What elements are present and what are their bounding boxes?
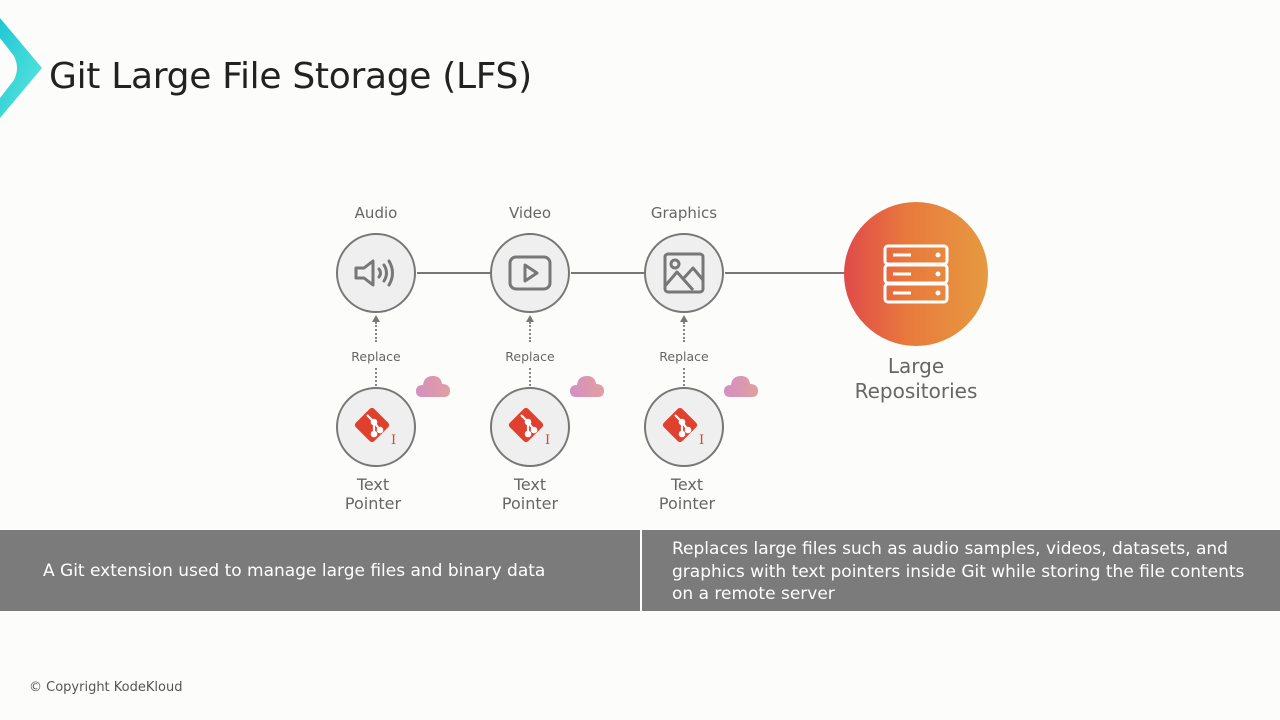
image-icon (663, 252, 705, 294)
replace-label: Replace (505, 349, 555, 364)
audio-node (336, 233, 416, 313)
text-pointer-node: I (644, 387, 724, 467)
pointer-label-line1: Text (513, 475, 547, 494)
text-pointer-node: I (490, 387, 570, 467)
dotted-connector (529, 368, 531, 386)
text-pointer-label: Text Pointer (637, 475, 737, 513)
connector-line (417, 272, 491, 274)
page-title: Git Large File Storage (LFS) (49, 56, 532, 97)
dotted-connector (529, 322, 531, 342)
arrow-up-icon (680, 315, 688, 322)
arrow-up-icon (372, 315, 380, 322)
file-type-label: Audio (354, 204, 398, 222)
description-text: Replaces large files such as audio sampl… (672, 539, 1245, 604)
dotted-connector (683, 322, 685, 342)
connector-line (725, 272, 845, 274)
cloud-icon (570, 376, 604, 397)
file-type-label: Video (508, 204, 552, 222)
band-divider (640, 530, 642, 611)
cloud-icon (416, 376, 450, 397)
repo-label-line1: Large (887, 354, 945, 378)
info-band-right: Replaces large files such as audio sampl… (642, 530, 1280, 611)
large-repositories-label: Large Repositories (836, 354, 996, 404)
play-video-icon (508, 255, 552, 291)
dotted-connector (375, 322, 377, 342)
svg-text:I: I (699, 433, 704, 448)
graphics-node (644, 233, 724, 313)
replace-label: Replace (659, 349, 709, 364)
pointer-label-line1: Text (356, 475, 390, 494)
speaker-icon (354, 259, 394, 287)
arrow-up-icon (526, 315, 534, 322)
text-pointer-node: I (336, 387, 416, 467)
pointer-label-line1: Text (670, 475, 704, 494)
info-band: A Git extension used to manage large fil… (0, 530, 1280, 611)
file-type-label: Graphics (650, 204, 718, 222)
cloud-icon (724, 376, 758, 397)
lfs-diagram: Audio Video Graphics (323, 202, 996, 513)
git-logo-icon: I (662, 407, 704, 448)
chevron-logo-icon (0, 18, 42, 118)
connector-line (571, 272, 645, 274)
text-pointer-label: Text Pointer (323, 475, 423, 513)
dotted-connector (683, 368, 685, 386)
git-logo-icon: I (354, 407, 396, 448)
svg-text:I: I (391, 433, 396, 448)
large-repositories-node (844, 202, 988, 346)
text-pointer-label: Text Pointer (480, 475, 580, 513)
video-node (490, 233, 570, 313)
dotted-connector (375, 368, 377, 386)
definition-text: A Git extension used to manage large fil… (43, 560, 546, 581)
info-band-left: A Git extension used to manage large fil… (0, 530, 640, 611)
pointer-label-line2: Pointer (658, 494, 716, 513)
replace-label: Replace (351, 349, 401, 364)
copyright: © Copyright KodeKloud (29, 680, 183, 695)
svg-text:I: I (545, 433, 550, 448)
git-logo-icon: I (508, 407, 550, 448)
pointer-label-line2: Pointer (344, 494, 402, 513)
server-stack-icon (883, 244, 949, 304)
repo-label-line2: Repositories (854, 379, 978, 403)
pointer-label-line2: Pointer (501, 494, 559, 513)
